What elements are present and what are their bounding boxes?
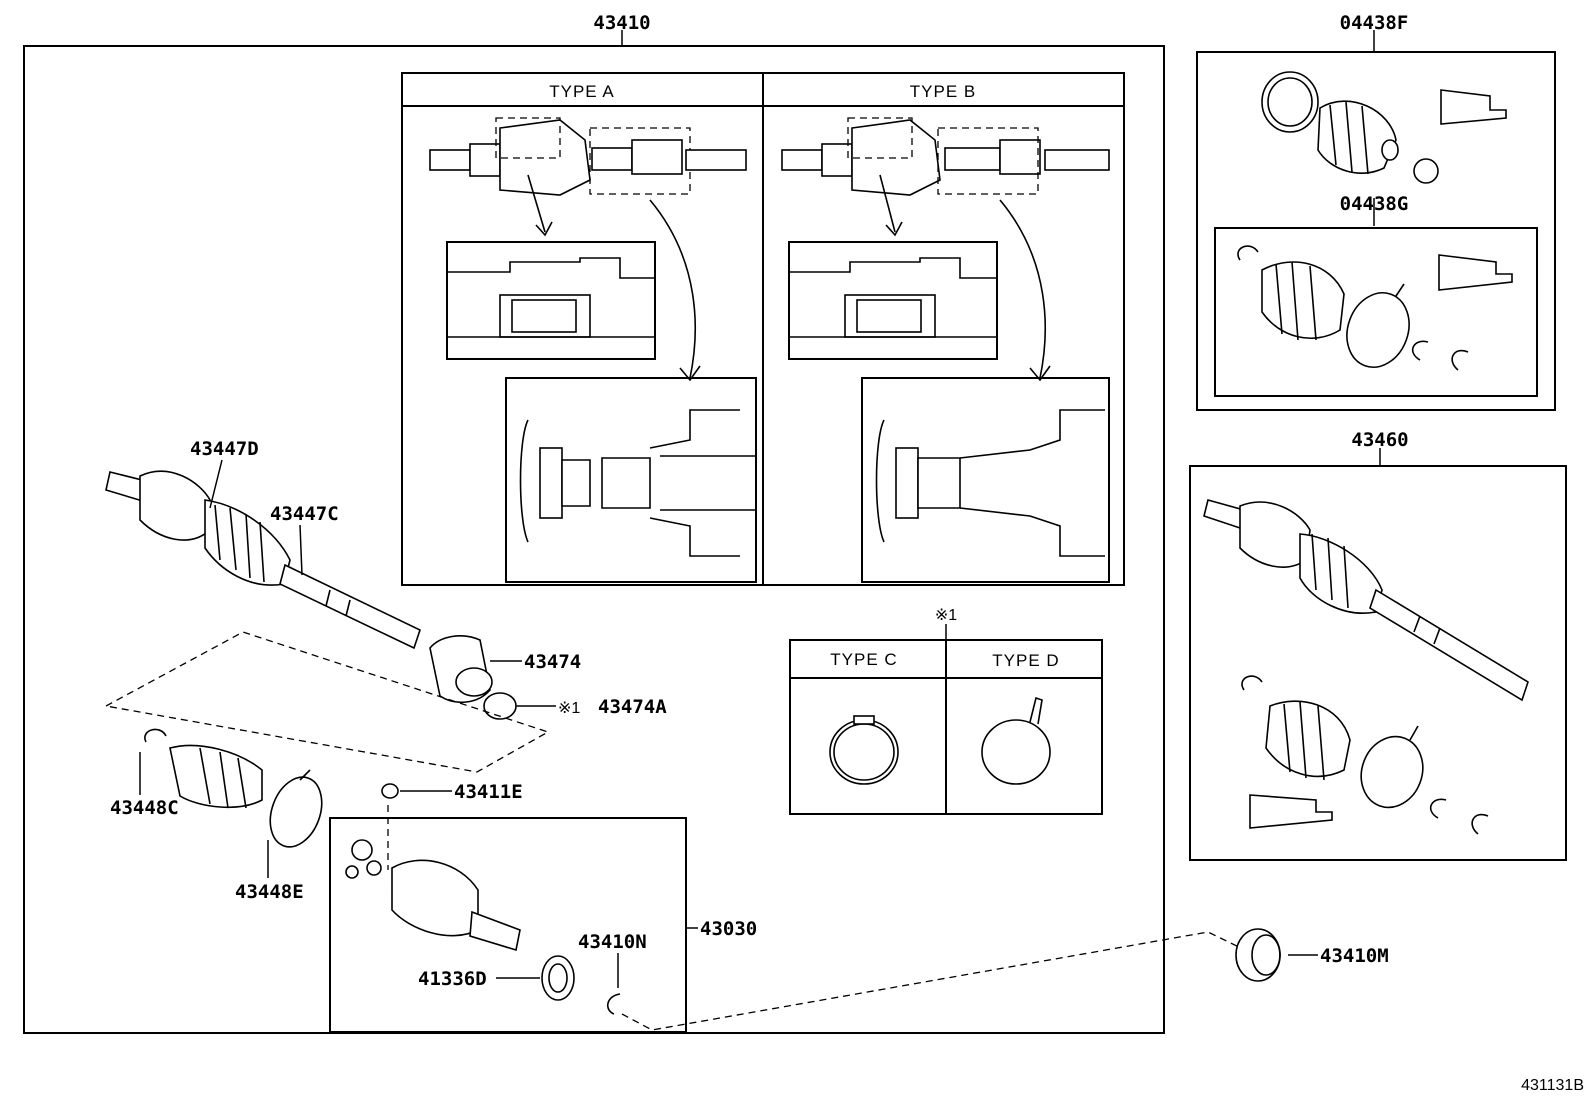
label-boot-clamp-large[interactable]: 43448E xyxy=(235,881,304,903)
label-damper-clamp-marker: ※1 xyxy=(558,700,580,717)
label-shaft[interactable]: 43447C xyxy=(270,503,339,525)
label-outer-joint[interactable]: 43447D xyxy=(190,438,259,460)
boot-clamp-group: 43448C 43448E xyxy=(110,728,323,903)
label-snap-ring[interactable]: 43411E xyxy=(454,781,523,803)
label-shaft-assembly-right[interactable]: 43460 xyxy=(1351,429,1408,451)
label-type-b: TYPE B xyxy=(910,82,976,101)
label-boot-clamp-small[interactable]: 43448C xyxy=(110,797,179,819)
note-marker: ※1 xyxy=(935,607,957,624)
type-b-shaft-sketch xyxy=(781,117,1110,382)
label-type-c: TYPE C xyxy=(830,650,897,669)
label-main-assembly[interactable]: 43410 xyxy=(593,12,650,34)
label-damper-clamp[interactable]: 43474A xyxy=(598,696,667,718)
label-boot-kit-f[interactable]: 04438F xyxy=(1340,12,1409,34)
type-ab-panel: TYPE A TYPE B xyxy=(401,72,1125,586)
label-hole-snap-ring[interactable]: 43410N xyxy=(578,931,647,953)
type-cd-panel: ※1 TYPE C TYPE D xyxy=(789,607,1103,815)
label-bearing[interactable]: 43410M xyxy=(1320,945,1389,967)
label-damper[interactable]: 43474 xyxy=(524,651,581,673)
damper: 43474 xyxy=(429,635,581,703)
label-type-d: TYPE D xyxy=(992,651,1059,670)
tripod xyxy=(345,839,382,879)
bearing: 43410M xyxy=(1235,928,1389,982)
label-type-a: TYPE A xyxy=(549,82,615,101)
type-a-shaft-sketch xyxy=(429,117,747,382)
shaft-assembly-right: 43460 xyxy=(1189,429,1567,861)
type-b-detail-1 xyxy=(788,241,998,360)
type-c-clamp-icon xyxy=(829,715,899,785)
inner-joint-box: 43030 41336D 43410N xyxy=(329,817,757,1033)
type-a-detail-1 xyxy=(446,241,656,360)
snap-ring: 43411E xyxy=(381,781,523,870)
label-inner-joint[interactable]: 43030 xyxy=(700,918,757,940)
damper-clamp: ※1 43474A xyxy=(483,692,667,720)
left-drive-shaft: 43447D 43447C xyxy=(105,438,421,650)
label-oil-seal[interactable]: 41336D xyxy=(418,968,487,990)
type-d-clamp-icon xyxy=(981,696,1051,785)
type-a-detail-2 xyxy=(505,377,757,583)
boot-kit-f: 04438F 04438G xyxy=(1196,12,1556,411)
type-b-detail-2 xyxy=(861,377,1110,583)
label-boot-kit-g[interactable]: 04438G xyxy=(1340,193,1409,215)
figure-code: 431131B xyxy=(1521,1077,1584,1094)
